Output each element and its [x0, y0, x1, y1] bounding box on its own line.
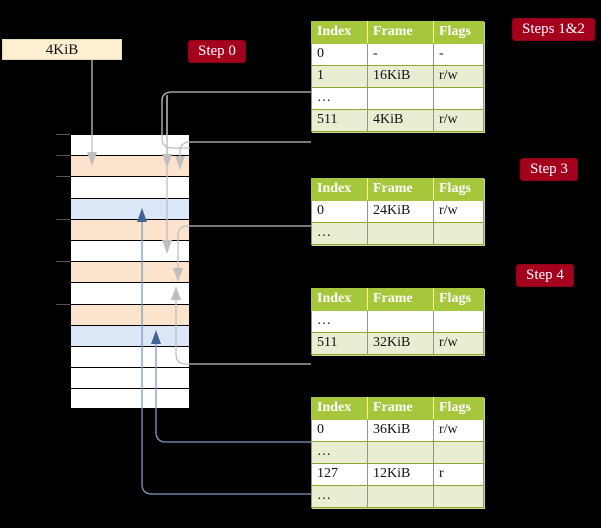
- badge-step-4: Step 4: [517, 265, 573, 286]
- column-header-index: Index: [311, 397, 368, 420]
- memory-frame-row: [70, 367, 190, 389]
- memory-tick: [56, 218, 70, 220]
- table-row: …: [311, 87, 484, 110]
- table-cell: [367, 485, 434, 508]
- table-row: 0--: [311, 43, 484, 66]
- memory-tick: [56, 176, 70, 178]
- table-cell: r/w: [433, 109, 484, 132]
- table-cell: …: [311, 485, 368, 508]
- table-cell: [433, 441, 484, 464]
- table-cell: 32KiB: [367, 332, 434, 355]
- table-cell: r/w: [433, 65, 484, 88]
- memory-frame-row: [70, 218, 190, 240]
- table-cell: 0: [311, 419, 368, 442]
- column-header-index: Index: [311, 21, 368, 44]
- memory-frame-row: [70, 324, 190, 346]
- column-header-frame: Frame: [367, 288, 434, 311]
- memory-frame-row: [70, 261, 190, 283]
- table-cell: 4KiB: [367, 109, 434, 132]
- table-cell: 127: [311, 463, 368, 486]
- memory-frame-row: [70, 197, 190, 219]
- table-cell: [433, 87, 484, 110]
- memory-frame-row: [70, 303, 190, 325]
- table-cell: 511: [311, 332, 368, 355]
- table-cell: [433, 310, 484, 333]
- table-cell: 511: [311, 109, 368, 132]
- column-header-flags: Flags: [433, 178, 484, 201]
- column-header-index: Index: [311, 178, 368, 201]
- table-cell: 0: [311, 200, 368, 223]
- column-header-flags: Flags: [433, 397, 484, 420]
- table-cell: [433, 485, 484, 508]
- column-header-index: Index: [311, 288, 368, 311]
- memory-tick: [56, 261, 70, 263]
- virtual-address-box: 4KiB: [2, 39, 122, 60]
- physical-memory-column: [70, 134, 190, 410]
- table-row: …: [311, 310, 484, 333]
- memory-frame-row: [70, 176, 190, 198]
- table-cell: 24KiB: [367, 200, 434, 223]
- table-cell: …: [311, 222, 368, 245]
- virtual-address-label: 4KiB: [45, 42, 79, 58]
- memory-frame-row: [70, 134, 190, 156]
- table-cell: r/w: [433, 200, 484, 223]
- table-cell: …: [311, 87, 368, 110]
- table-cell: [367, 222, 434, 245]
- badge-step-3: Step 3: [521, 159, 577, 180]
- memory-frame-row: [70, 345, 190, 368]
- memory-frame-row: [70, 155, 190, 177]
- table-cell: r/w: [433, 332, 484, 355]
- badge-steps-1-2: Steps 1&2: [513, 19, 594, 40]
- column-header-frame: Frame: [367, 178, 434, 201]
- table-cell: …: [311, 441, 368, 464]
- table-cell: -: [433, 43, 484, 66]
- memory-tick: [56, 155, 70, 157]
- table-cell: r/w: [433, 419, 484, 442]
- table-cell: r: [433, 463, 484, 486]
- column-header-frame: Frame: [367, 21, 434, 44]
- memory-frame-row: [70, 239, 190, 262]
- table-cell: 16KiB: [367, 65, 434, 88]
- table-row: …: [311, 485, 484, 508]
- table-cell: [433, 222, 484, 245]
- memory-tick: [56, 303, 70, 305]
- column-header-frame: Frame: [367, 397, 434, 420]
- table-cell: …: [311, 310, 368, 333]
- table-cell: [367, 87, 434, 110]
- table-cell: 1: [311, 65, 368, 88]
- badge-step-0: Step 0: [189, 41, 245, 62]
- table-cell: 0: [311, 43, 368, 66]
- memory-frame-row: [70, 282, 190, 304]
- column-header-flags: Flags: [433, 288, 484, 311]
- table-row: …: [311, 441, 484, 464]
- memory-frame-row: [70, 388, 190, 410]
- table-cell: 12KiB: [367, 463, 434, 486]
- table-cell: [367, 310, 434, 333]
- table-cell: [367, 441, 434, 464]
- table-cell: -: [367, 43, 434, 66]
- memory-tick: [56, 134, 70, 135]
- column-header-flags: Flags: [433, 21, 484, 44]
- table-cell: 36KiB: [367, 419, 434, 442]
- table-row: …: [311, 222, 484, 245]
